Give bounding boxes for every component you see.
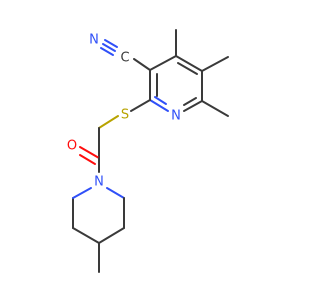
bond-triple-2: [100, 47, 114, 56]
pip-bond-c3-c4: [98, 227, 125, 244]
bond-c2-s: [130, 99, 151, 112]
nitrile-n-label: N: [89, 33, 99, 48]
sulfur-label: S: [121, 108, 129, 123]
pip-bond-n-c2: [106, 187, 125, 199]
methyl-bond-c6: [201, 100, 229, 117]
ring-bond-n1-c2-double: [154, 96, 167, 105]
bond-triple-1: [102, 43, 116, 52]
molecule-structure-diagram: N C N S O N: [67, 29, 229, 273]
bond-s-ch2: [98, 115, 119, 129]
methyl-bond-c5: [201, 56, 229, 72]
pip-bond-c6-n: [72, 187, 92, 199]
carbonyl-group: O: [67, 127, 100, 173]
pyridine-ring: N: [149, 55, 203, 124]
ring-bond-c6-n1-double: [183, 97, 197, 106]
pip-bond-c4-c5: [72, 227, 100, 244]
ring-bond-c3-c4: [149, 55, 177, 71]
nitrile-group: N C: [89, 33, 151, 71]
nitrile-c-label: C: [120, 51, 129, 66]
piperidine-ring: N: [72, 175, 125, 273]
ring-bond-c6-n1: [183, 100, 203, 112]
bond-co-double-2: [79, 154, 96, 165]
bond-c-to-ring: [133, 58, 151, 71]
bond-triple-3: [104, 39, 118, 48]
piperidine-n-label: N: [94, 175, 104, 190]
ring-bond-c4-c5: [175, 55, 203, 72]
bond-co-double-1: [79, 146, 100, 159]
pyridine-n-label: N: [171, 109, 181, 124]
ring-bond-n1-c2: [149, 99, 169, 112]
oxygen-label: O: [67, 139, 77, 154]
ring-bond-c4-c5-double: [177, 62, 198, 75]
thioether-linkage: S: [98, 99, 151, 129]
methyl-groups: [175, 29, 229, 117]
